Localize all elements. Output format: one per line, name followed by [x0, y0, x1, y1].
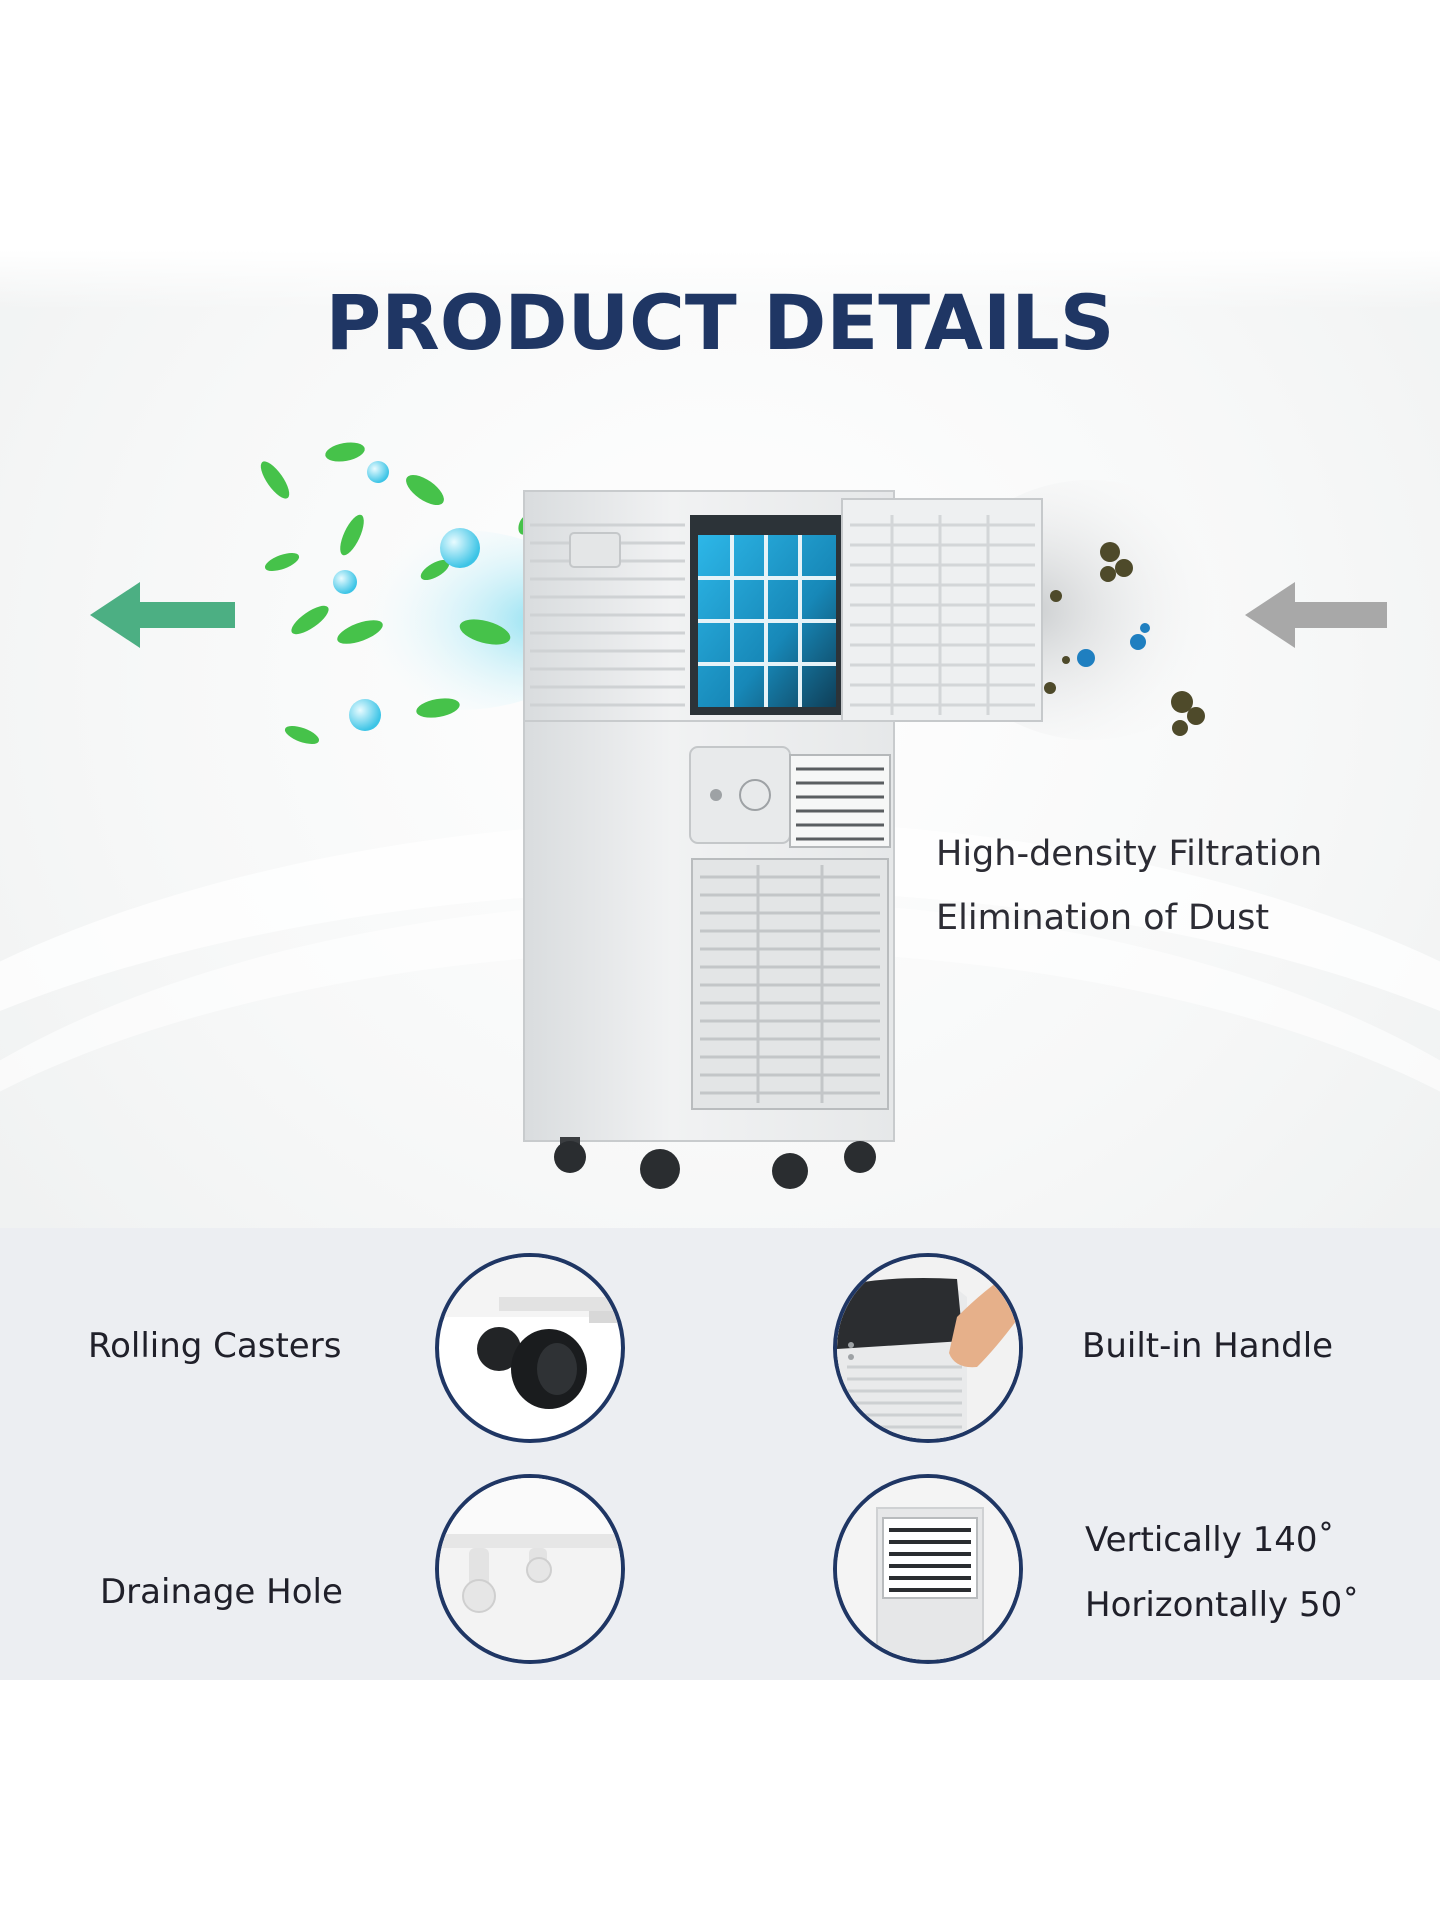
top-background — [0, 0, 1440, 250]
bottom-background — [0, 1680, 1440, 1920]
cool-mist — [320, 530, 540, 710]
rolling-casters-photo — [435, 1253, 625, 1443]
louver-swing-photo — [833, 1474, 1023, 1664]
fresh-air-stream — [260, 442, 540, 745]
dust-particle-icon — [1044, 542, 1205, 736]
settings-icon — [710, 789, 722, 801]
drainage-hole-photo — [435, 1474, 625, 1664]
dust-haze — [1010, 480, 1240, 740]
arrow-left-green-icon — [90, 582, 235, 648]
page-title: PRODUCT DETAILS — [325, 278, 1115, 367]
exhaust-louvers — [796, 767, 884, 841]
feature-label-horizontal-swing: Horizontally 50˚ — [1085, 1585, 1360, 1625]
top-fade — [0, 250, 1440, 310]
filter-grid — [698, 535, 836, 707]
filter-door — [841, 498, 1043, 722]
side-handle — [569, 532, 621, 568]
filtration-line-1: High-density Filtration — [936, 834, 1323, 874]
arrow-left-gray-icon — [1245, 582, 1387, 648]
door-grille — [850, 515, 1035, 715]
built-in-handle-photo — [833, 1253, 1023, 1443]
hero-section: PRODUCT DETAILS — [0, 0, 1440, 1228]
filtration-line-2: Elimination of Dust — [936, 898, 1270, 938]
water-droplet-icon — [333, 461, 480, 731]
feature-label-drainage-hole: Drainage Hole — [100, 1572, 343, 1612]
power-button-icon — [739, 779, 771, 811]
filtration-description: High-density Filtration Elimination of D… — [936, 822, 1406, 950]
air-conditioner-unit — [523, 490, 1043, 1189]
handle-icon — [837, 1257, 1019, 1439]
feature-label-vertical-swing: Vertically 140˚ — [1085, 1520, 1335, 1560]
feature-label-built-in-handle: Built-in Handle — [1082, 1326, 1334, 1366]
air-louver-icon — [837, 1478, 1019, 1660]
caster-wheel-icon — [554, 1137, 876, 1189]
caster-wheel-icon — [439, 1257, 621, 1409]
feature-label-rolling-casters: Rolling Casters — [88, 1326, 342, 1366]
features-band — [0, 1228, 1440, 1680]
dusty-air-stream — [1010, 480, 1240, 740]
intake-louvers — [700, 865, 880, 1103]
drain-plug-icon — [439, 1478, 621, 1660]
